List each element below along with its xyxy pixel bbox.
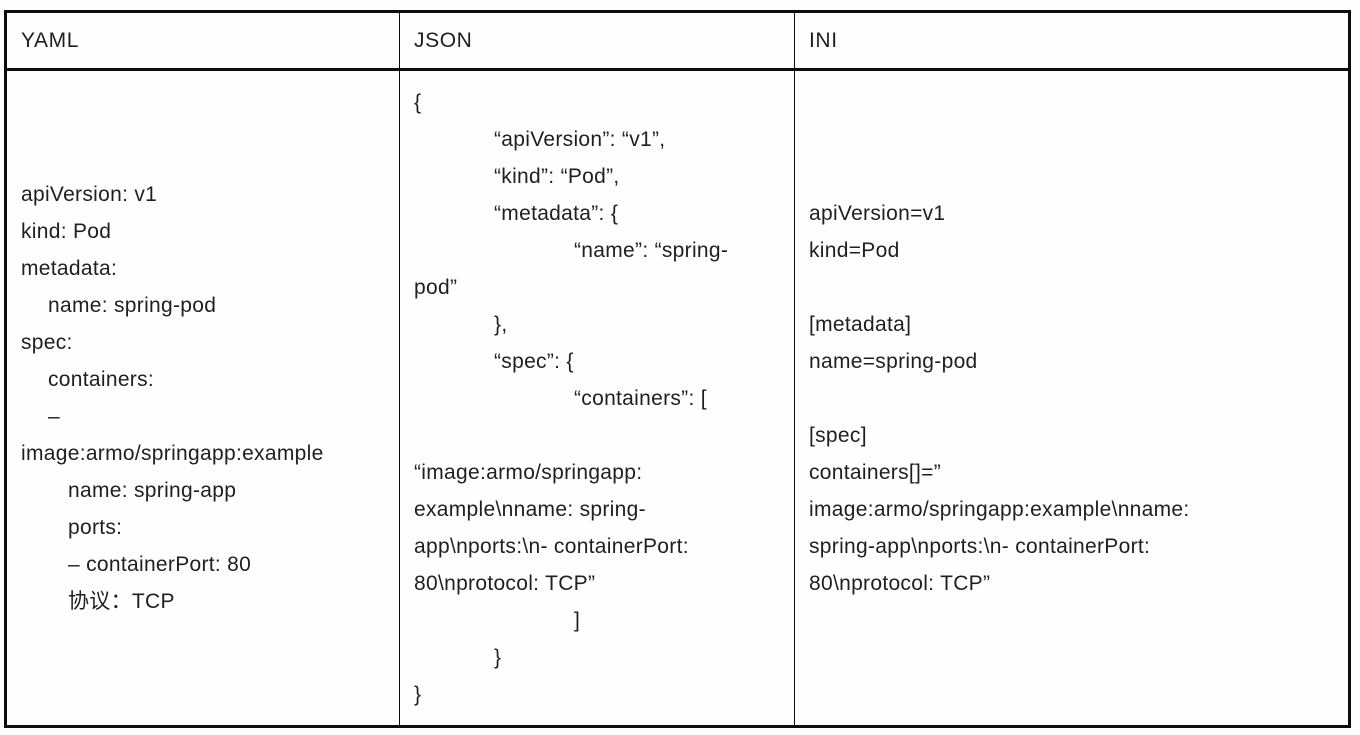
code-cell-yaml: apiVersion: v1 kind: Pod metadata: name: sp…: [7, 71, 400, 725]
code-line: pod”: [414, 275, 458, 299]
column-header-ini: INI: [795, 13, 1348, 71]
code-line: apiVersion=v1: [809, 201, 946, 225]
code-line: containers[]=”: [809, 460, 942, 484]
code-line: spring-app\nports:\n- containerPort:: [809, 534, 1151, 558]
code-line: image:armo/springapp:example\nname:: [809, 497, 1190, 521]
code-line: containers:: [48, 368, 155, 391]
column-header-json: JSON: [400, 13, 795, 71]
code-line: ]: [574, 608, 581, 632]
code-line: [809, 269, 1342, 306]
code-line: –: [48, 405, 60, 428]
code-line: “image:armo/springapp:: [414, 460, 643, 484]
code-line: image:armo/springapp:example: [21, 442, 324, 465]
code-line: kind: Pod: [21, 220, 112, 243]
code-line: kind=Pod: [809, 238, 900, 262]
column-header-yaml: YAML: [7, 13, 400, 71]
code-line: name=spring-pod: [809, 349, 978, 373]
code-line: example\nname: spring-: [414, 497, 646, 521]
code-line: }: [414, 682, 422, 706]
code-line: “spec”: {: [494, 349, 574, 373]
code-line: “apiVersion”: “v1”,: [494, 127, 666, 151]
code-line: [metadata]: [809, 312, 912, 336]
code-line: [414, 417, 788, 454]
code-line: name: spring-pod: [48, 294, 217, 317]
column-header-yaml-label: YAML: [21, 28, 80, 52]
code-line: 80\nprotocol: TCP”: [414, 571, 596, 595]
code-line: spec:: [21, 331, 73, 354]
code-line: “name”: “spring-: [574, 238, 729, 262]
code-cell-json: { “apiVersion”: “v1”, “kind”: “Pod”, “metad…: [400, 71, 795, 725]
code-line: {: [414, 90, 422, 114]
code-line: [809, 380, 1342, 417]
column-header-ini-label: INI: [809, 28, 838, 52]
format-comparison-table: YAML JSON INI apiVersion: v1 kind: Pod met…: [4, 10, 1351, 728]
code-line: – containerPort: 80: [68, 553, 252, 576]
code-line: “containers”: [: [574, 386, 707, 410]
code-line: name: spring-app: [68, 479, 237, 502]
code-line: metadata:: [21, 257, 118, 280]
code-line: ports:: [68, 516, 123, 539]
code-line: “metadata”: {: [494, 201, 619, 225]
code-line: apiVersion: v1: [21, 183, 158, 206]
code-line: app\nports:\n- containerPort:: [414, 534, 689, 558]
code-cell-ini: apiVersion=v1 kind=Pod [metadata] name=spri…: [795, 71, 1348, 725]
code-line: 协议：TCP: [68, 590, 175, 613]
code-line: 80\nprotocol: TCP”: [809, 571, 991, 595]
code-line: “kind”: “Pod”,: [494, 164, 620, 188]
code-line: [spec]: [809, 423, 867, 447]
code-line: }: [494, 645, 502, 669]
code-line: },: [494, 312, 508, 336]
column-header-json-label: JSON: [414, 28, 473, 52]
